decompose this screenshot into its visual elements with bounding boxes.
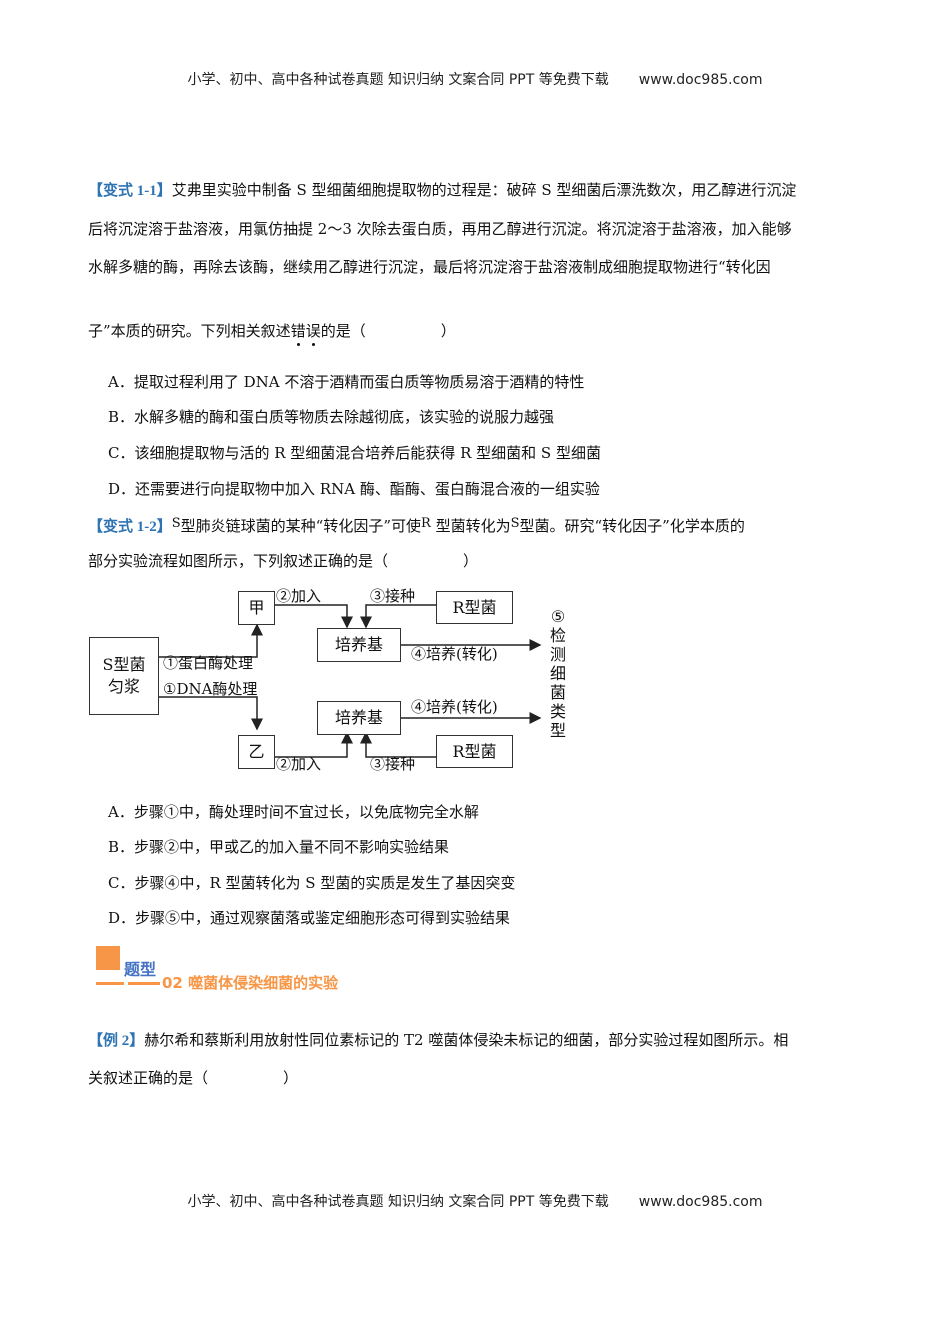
diagram-arrows — [157, 604, 542, 758]
footer-url[interactable]: www.doc985.com — [638, 1194, 763, 1210]
q1-2-option-c[interactable]: C．步骤④中，R 型菌转化为 S 型菌的实质是发生了基因突变 — [108, 874, 516, 892]
page-header: 小学、初中、高中各种试卷真题 知识归纳 文案合同 PPT 等免费下载 www.do… — [0, 69, 950, 89]
section-header: 题型 02 噬菌体侵染细菌的实验 — [96, 946, 396, 992]
medium-box-bottom: 培养基 — [317, 701, 401, 735]
medium-box-top: 培养基 — [317, 628, 401, 662]
q1-2-option-a[interactable]: A．步骤①中，酶处理时间不宜过长，以免底物完全水解 — [108, 803, 479, 821]
box-yi: 乙 — [238, 735, 275, 769]
page-footer: 小学、初中、高中各种试卷真题 知识归纳 文案合同 PPT 等免费下载 www.do… — [0, 1191, 950, 1211]
q1-1-option-c[interactable]: C．该细胞提取物与活的 R 型细菌混合培养后能获得 R 型细菌和 S 型细菌 — [108, 444, 601, 462]
q1-2-option-d[interactable]: D．步骤⑤中，通过观察菌落或鉴定细胞形态可得到实验结果 — [108, 909, 511, 927]
q1-2-line-2: 部分实验流程如图所示，下列叙述正确的是（ ） — [88, 552, 479, 570]
section-title: 02 噬菌体侵染细菌的实验 — [162, 974, 339, 992]
step4-bottom-label: ④培养(转化) — [411, 698, 498, 716]
emphasis-char: 误 — [305, 322, 321, 346]
q1-2-option-b[interactable]: B．步骤②中，甲或乙的加入量不同不影响实验结果 — [108, 838, 450, 856]
step3-top-label: ③接种 — [370, 587, 416, 605]
step1-dnase-label: ①DNA酶处理 — [163, 680, 258, 698]
q1-1-option-d[interactable]: D．还需要进行向提取物中加入 RNA 酶、酯酶、蛋白酶混合液的一组实验 — [108, 480, 600, 498]
q1-1-option-a[interactable]: A．提取过程利用了 DNA 不溶于酒精而蛋白质等物质易溶于酒精的特性 — [108, 373, 585, 391]
box-jia: 甲 — [238, 591, 275, 625]
emphasis-char: 错 — [290, 322, 306, 346]
experiment-flow-diagram: S型菌匀浆 甲 乙 培养基 培养基 R型菌 R型菌 ①蛋白酶处理 ①DNA酶处理… — [88, 585, 588, 775]
step3-bottom-label: ③接种 — [370, 755, 416, 773]
r-strain-box-top: R型菌 — [436, 591, 513, 624]
section-underline — [96, 982, 124, 985]
section-marker-square — [96, 946, 120, 970]
source-box: S型菌匀浆 — [89, 637, 159, 715]
q1-1-tag: 【变式 1-1】 — [88, 183, 172, 199]
ex2-line-2: 关叙述正确的是（ ） — [88, 1069, 299, 1087]
q1-1-line-1: 【变式 1-1】艾弗里实验中制备 S 型细菌细胞提取物的过程是：破碎 S 型细菌… — [88, 181, 797, 199]
ex2-tag: 【例 2】 — [88, 1033, 145, 1049]
header-text: 小学、初中、高中各种试卷真题 知识归纳 文案合同 PPT 等免费下载 — [187, 72, 609, 88]
q1-1-line-3: 水解多糖的酶，再除去该酶，继续用乙醇进行沉淀，最后将沉淀溶于盐溶液制成细胞提取物… — [88, 258, 771, 276]
step2-top-label: ②加入 — [276, 587, 322, 605]
r-strain-box-bottom: R型菌 — [436, 735, 513, 768]
q1-2-line-1: 【变式 1-2】S型肺炎链球菌的某种“转化因子”可使R 型菌转化为S型菌。研究“… — [88, 516, 745, 535]
step1-protease-label: ①蛋白酶处理 — [163, 654, 254, 672]
q1-2-tag: 【变式 1-2】 — [88, 519, 172, 535]
q1-1-line-2: 后将沉淀溶于盐溶液，用氯仿抽提 2～3 次除去蛋白质，再用乙醇进行沉淀。将沉淀溶… — [88, 220, 792, 238]
header-url[interactable]: www.doc985.com — [638, 72, 763, 88]
section-kind: 题型 — [124, 960, 157, 979]
section-underline — [128, 982, 160, 985]
step4-top-label: ④培养(转化) — [411, 645, 498, 663]
q1-1-line-4: 子”本质的研究。下列相关叙述错误的是（ ） — [88, 322, 456, 346]
ex2-line-1: 【例 2】赫尔希和蔡斯利用放射性同位素标记的 T2 噬菌体侵染未标记的细菌，部分… — [88, 1031, 789, 1049]
step2-bottom-label: ②加入 — [276, 755, 322, 773]
q1-1-option-b[interactable]: B．水解多糖的酶和蛋白质等物质去除越彻底，该实验的说服力越强 — [108, 408, 555, 426]
footer-text: 小学、初中、高中各种试卷真题 知识归纳 文案合同 PPT 等免费下载 — [187, 1194, 609, 1210]
